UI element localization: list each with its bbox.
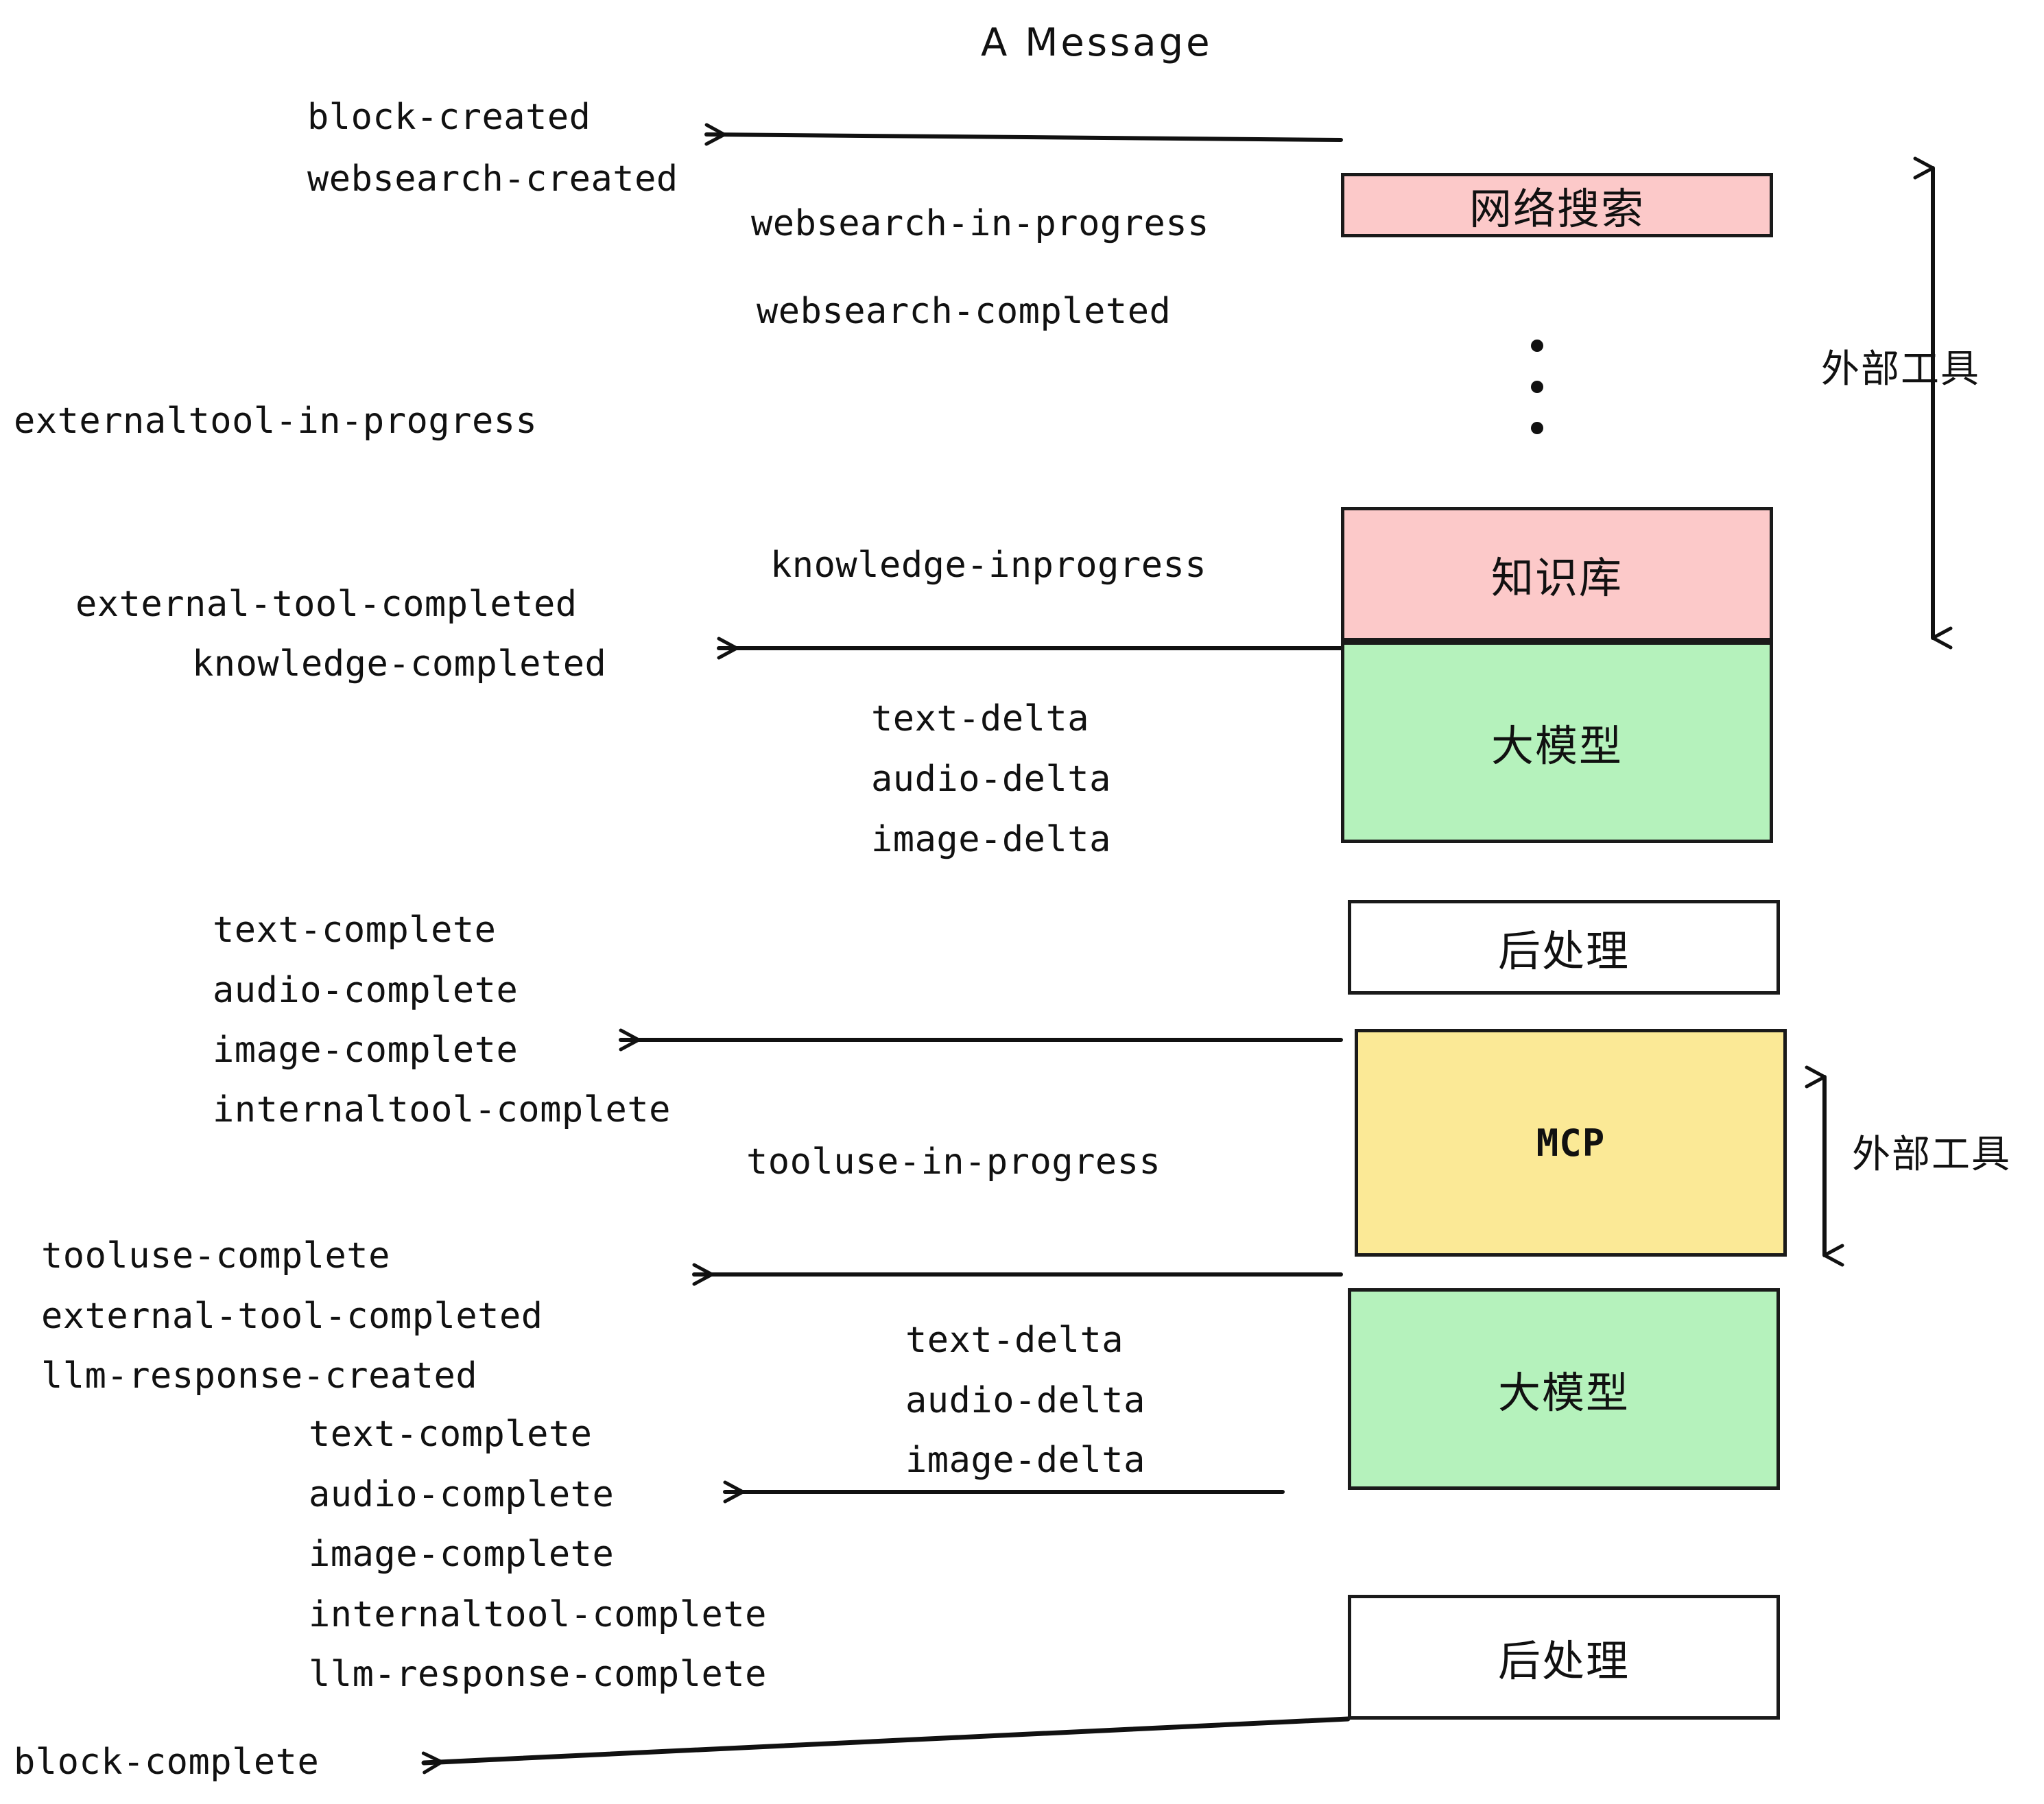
event-text-delta-2: text-delta xyxy=(905,1320,1124,1361)
event-websearch-in-progress: websearch-in-progress xyxy=(751,203,1209,244)
event-knowledge-completed: knowledge-completed xyxy=(192,643,607,685)
arrow-postprocess2-to-block-complete xyxy=(421,1716,1351,1775)
event-tooluse-in-progress: tooluse-in-progress xyxy=(746,1141,1161,1183)
box-llm-2-label: 大模型 xyxy=(1497,1368,1630,1418)
event-websearch-completed: websearch-completed xyxy=(757,291,1172,332)
box-knowledge-label: 知识库 xyxy=(1490,553,1623,603)
event-external-tool-completed-1: external-tool-completed xyxy=(75,584,578,625)
box-websearch-label: 网络搜索 xyxy=(1469,184,1645,234)
event-externaltool-in-progress: externaltool-in-progress xyxy=(14,401,538,442)
box-llm-2[interactable]: 大模型 xyxy=(1348,1288,1780,1490)
event-websearch-created: websearch-created xyxy=(307,158,678,200)
box-postprocess-1[interactable]: 后处理 xyxy=(1348,900,1780,995)
event-llm-response-created: llm-response-created xyxy=(41,1355,478,1397)
event-audio-delta-1: audio-delta xyxy=(871,759,1111,800)
event-audio-complete-1: audio-complete xyxy=(213,970,519,1011)
event-text-delta-1: text-delta xyxy=(871,698,1090,739)
box-postprocess-2-label: 后处理 xyxy=(1497,1636,1630,1686)
event-image-delta-2: image-delta xyxy=(905,1440,1145,1481)
event-image-delta-1: image-delta xyxy=(871,819,1111,860)
label-external-tool-upper: 外部工具 xyxy=(1821,347,1980,392)
event-text-complete-2: text-complete xyxy=(309,1414,593,1455)
event-tooluse-complete: tooluse-complete xyxy=(41,1235,390,1277)
event-block-complete: block-complete xyxy=(14,1742,320,1783)
box-llm-1[interactable]: 大模型 xyxy=(1341,641,1773,843)
event-llm-response-complete: llm-response-complete xyxy=(309,1654,767,1695)
page-title: A Message xyxy=(981,21,1213,65)
box-postprocess-1-label: 后处理 xyxy=(1497,926,1630,976)
event-text-complete-1: text-complete xyxy=(213,910,497,951)
box-llm-1-label: 大模型 xyxy=(1490,721,1623,771)
event-audio-delta-2: audio-delta xyxy=(905,1380,1145,1421)
arrow-websearch-to-created xyxy=(704,123,1343,146)
event-internaltool-complete-1: internaltool-complete xyxy=(213,1089,671,1130)
event-block-created: block-created xyxy=(307,97,591,138)
event-audio-complete-2: audio-complete xyxy=(309,1474,615,1515)
event-external-tool-completed-2: external-tool-completed xyxy=(41,1296,543,1337)
ellipsis-dots xyxy=(1531,340,1543,463)
event-knowledge-inprogress: knowledge-inprogress xyxy=(770,545,1207,586)
box-postprocess-2[interactable]: 后处理 xyxy=(1348,1595,1780,1720)
event-image-complete-2: image-complete xyxy=(309,1534,615,1575)
box-knowledge[interactable]: 知识库 xyxy=(1341,507,1773,641)
box-mcp[interactable]: MCP xyxy=(1355,1029,1787,1257)
label-external-tool-lower: 外部工具 xyxy=(1852,1132,2011,1177)
box-mcp-label: MCP xyxy=(1536,1121,1606,1165)
event-image-complete-1: image-complete xyxy=(213,1030,519,1071)
box-websearch[interactable]: 网络搜索 xyxy=(1341,173,1773,237)
event-internaltool-complete-2: internaltool-complete xyxy=(309,1594,767,1635)
